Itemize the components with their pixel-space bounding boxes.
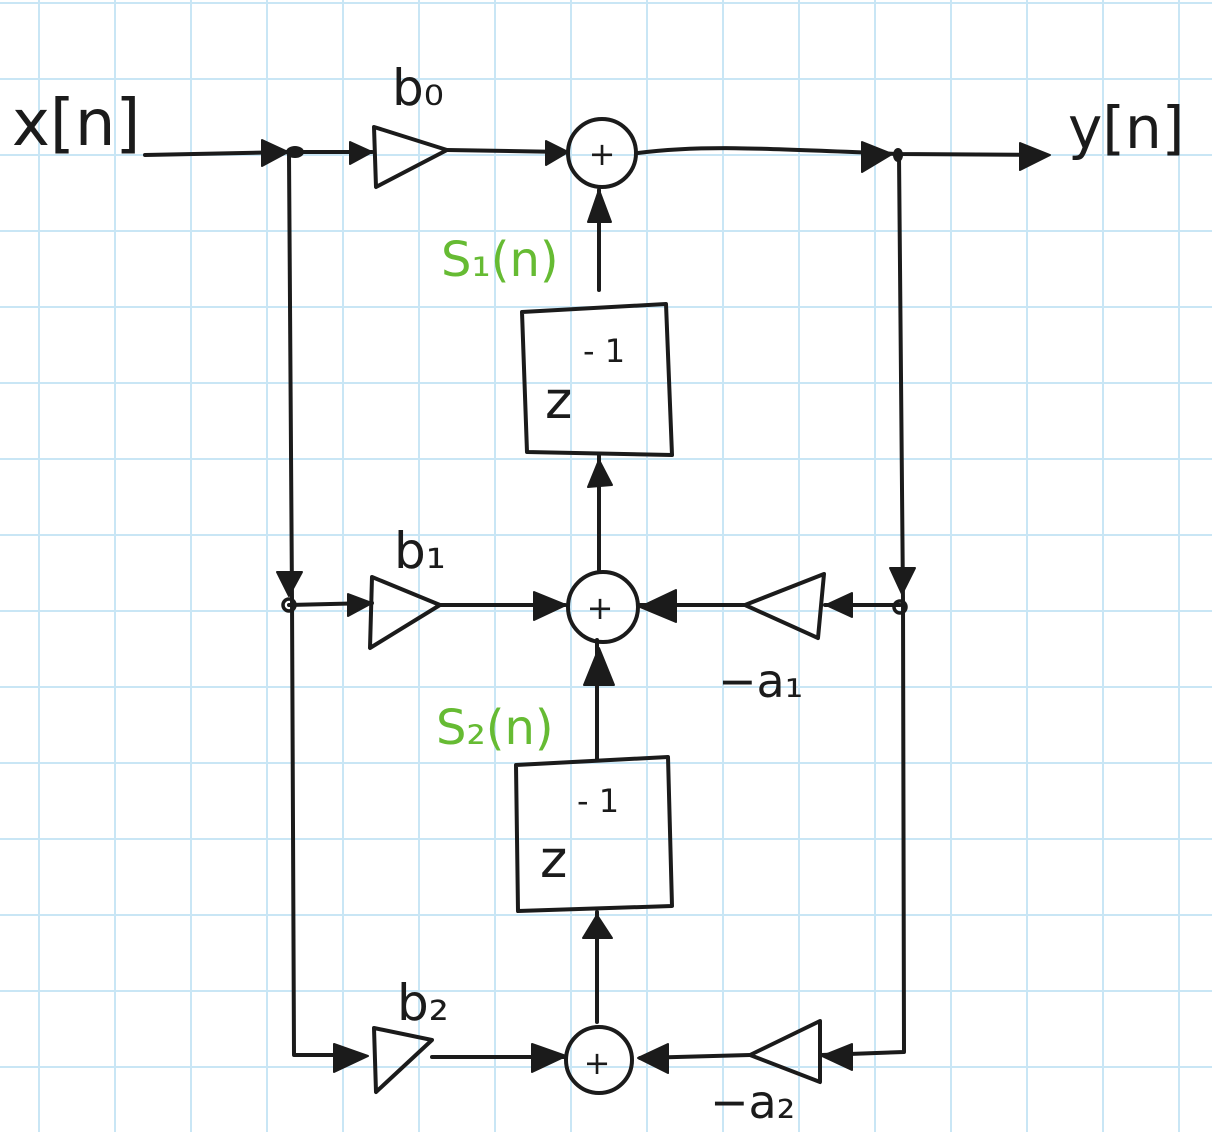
delay-block-1: z - 1 xyxy=(520,302,674,457)
arrow-a1-in xyxy=(825,592,853,618)
output-label: y[n] xyxy=(1068,94,1184,162)
arrow-b0-in xyxy=(349,141,373,165)
arrow-delay1-bottom xyxy=(587,459,613,488)
arrow-a2-in xyxy=(821,1043,853,1071)
arrow-output-node xyxy=(861,141,893,173)
gain-b1-triangle xyxy=(368,575,442,650)
adder-1: + xyxy=(566,570,640,644)
input-line xyxy=(143,150,374,157)
delay-2-base: z xyxy=(540,830,567,890)
arrow-output-end xyxy=(1019,142,1051,171)
gain-a1-label: −a₁ xyxy=(718,654,803,708)
output-junction-dot xyxy=(893,148,903,162)
gain-a1-triangle xyxy=(743,572,826,640)
arrow-adder1-left xyxy=(533,591,567,621)
state-s1-label: S₁(n) xyxy=(441,232,559,288)
gain-a2-label: −a₂ xyxy=(710,1075,795,1129)
delay-1-exponent: - 1 xyxy=(583,332,625,370)
adder0-to-output-line xyxy=(636,146,1047,157)
left-mid-junction-dot xyxy=(281,597,297,613)
gain-b0-triangle xyxy=(372,125,449,189)
gain-b0-label: b₀ xyxy=(392,59,444,117)
arrow-adder0-bottom xyxy=(587,189,612,223)
gain-b2-triangle xyxy=(372,1026,434,1094)
input-label: x[n] xyxy=(12,87,140,161)
adder-2-symbol: + xyxy=(584,1044,611,1082)
arrow-left-bus-mid xyxy=(276,571,303,597)
left-bus-line xyxy=(287,153,347,1057)
adder-0-symbol: + xyxy=(589,135,616,173)
gain-b2-label: b₂ xyxy=(397,974,449,1032)
arrow-adder1-bottom xyxy=(583,647,615,686)
arrow-delay2-bottom xyxy=(582,914,613,939)
delay-block-2: z - 1 xyxy=(514,755,674,913)
arrow-adder0-left xyxy=(545,140,569,166)
arrow-adder2-right xyxy=(637,1043,669,1074)
arrow-input-node xyxy=(261,139,289,167)
delay-1-base: z xyxy=(545,371,572,431)
gain-b1-label: b₁ xyxy=(394,522,446,580)
right-bus-line xyxy=(820,153,906,1057)
adder-2: + xyxy=(564,1025,634,1095)
right-mid-junction-dot xyxy=(892,599,908,615)
gain-a2-triangle xyxy=(748,1019,822,1084)
adder-0: + xyxy=(566,117,638,189)
input-junction-dot xyxy=(286,146,304,158)
arrow-adder1-right xyxy=(639,589,677,623)
arrow-b1-in xyxy=(347,593,373,617)
state-s2-label: S₂(n) xyxy=(436,700,554,756)
delay-2-exponent: - 1 xyxy=(577,782,619,820)
arrow-adder2-left xyxy=(531,1043,567,1073)
arrow-right-bus-mid xyxy=(889,567,916,595)
adder-1-symbol: + xyxy=(587,589,614,627)
arrow-b2-in xyxy=(333,1043,369,1073)
